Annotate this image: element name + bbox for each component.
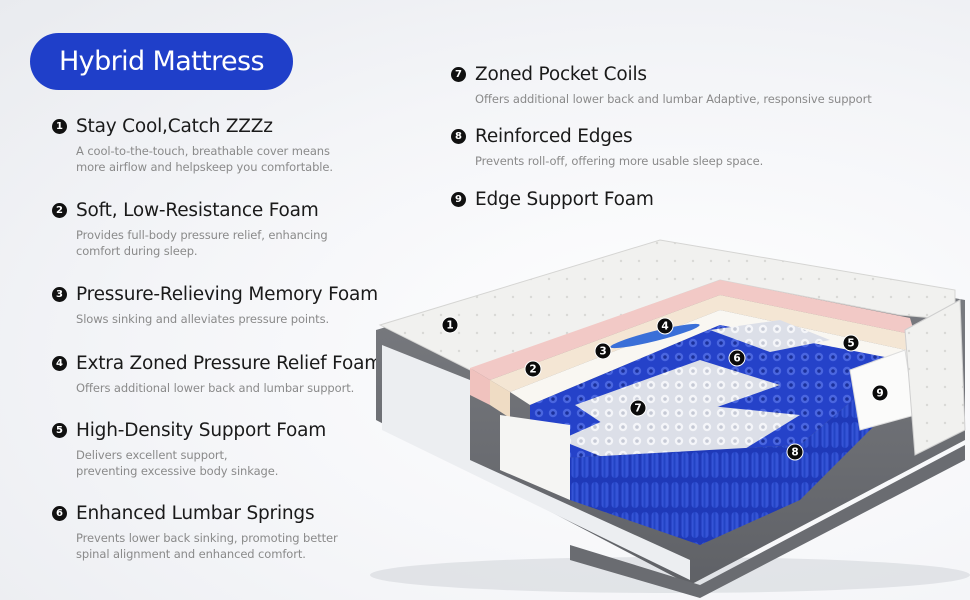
product-title: Hybrid Mattress	[58, 46, 265, 77]
product-title-badge: Hybrid Mattress	[30, 33, 293, 90]
feature-title: Pressure-Relieving Memory Foam	[76, 284, 378, 305]
number-icon: 5	[52, 423, 67, 438]
feature-4: 4 Extra Zoned Pressure Relief Foam Offers…	[52, 353, 412, 396]
zoned-coils-back	[710, 320, 830, 352]
feature-description: Slows sinking and alleviates pressure po…	[76, 312, 330, 326]
feature-3: 3 Pressure-Relieving Memory Foam Slows si…	[52, 284, 412, 327]
number-icon: 8	[451, 129, 466, 144]
marker-1: 1	[441, 316, 459, 334]
feature-description: Delivers excellent support, preventing e…	[76, 448, 279, 478]
feature-title: Stay Cool,Catch ZZZz	[76, 116, 273, 137]
feature-title: High-Density Support Foam	[76, 420, 327, 441]
memory-foam-layer	[490, 295, 915, 392]
marker-4: 4	[656, 317, 674, 335]
feature-title: Reinforced Edges	[475, 126, 633, 147]
feature-7: 7 Zoned Pocket Coils Offers additional lo…	[451, 64, 872, 107]
comfort-layer	[470, 280, 915, 380]
feature-2: 2 Soft, Low-Resistance Foam Provides full…	[52, 200, 412, 259]
number-icon: 9	[451, 192, 466, 207]
feature-description: A cool-to-the-touch, breathable cover me…	[76, 144, 333, 174]
number-icon: 1	[52, 119, 67, 134]
feature-title: Edge Support Foam	[475, 189, 654, 210]
marker-6: 6	[728, 349, 746, 367]
quilted-side	[904, 299, 966, 456]
feature-title: Zoned Pocket Coils	[475, 64, 647, 85]
marker-9: 9	[871, 384, 889, 402]
feature-title: Enhanced Lumbar Springs	[76, 503, 315, 524]
mattress-side-panel	[382, 345, 690, 580]
number-icon: 7	[451, 67, 466, 82]
edge-support-block	[500, 415, 570, 500]
number-icon: 2	[52, 203, 67, 218]
memory-foam-edge	[490, 380, 510, 418]
marker-5: 5	[842, 334, 860, 352]
feature-description: Provides full-body pressure relief, enha…	[76, 228, 328, 258]
lumbar-foam-insert	[610, 323, 700, 349]
feature-9: 9 Edge Support Foam	[451, 189, 811, 210]
number-icon: 6	[52, 506, 67, 521]
zoned-coils-white	[560, 400, 800, 460]
feature-6: 6 Enhanced Lumbar Springs Prevents lower …	[52, 503, 412, 562]
feature-title: Extra Zoned Pressure Relief Foam	[76, 353, 383, 374]
marker-7: 7	[629, 399, 647, 417]
feature-title: Soft, Low-Resistance Foam	[76, 200, 319, 221]
marker-2: 2	[524, 360, 542, 378]
feature-description: Prevents lower back sinking, promoting b…	[76, 531, 338, 561]
number-icon: 4	[52, 356, 67, 371]
feature-8: 8 Reinforced Edges Prevents roll-off, off…	[451, 126, 811, 169]
feature-1: 1 Stay Cool,Catch ZZZz A cool-to-the-touc…	[52, 116, 412, 175]
marker-3: 3	[594, 342, 612, 360]
feature-5: 5 High-Density Support Foam Delivers exce…	[52, 420, 412, 479]
feature-description: Prevents roll-off, offering more usable …	[475, 154, 764, 168]
feature-description: Offers additional lower back and lumbar …	[475, 92, 872, 106]
comfort-layer-edge	[470, 368, 490, 405]
number-icon: 3	[52, 287, 67, 302]
feature-description: Offers additional lower back and lumbar …	[76, 381, 355, 395]
shadow	[370, 557, 970, 593]
marker-8: 8	[786, 443, 804, 461]
pocket-coils-side	[530, 360, 900, 545]
